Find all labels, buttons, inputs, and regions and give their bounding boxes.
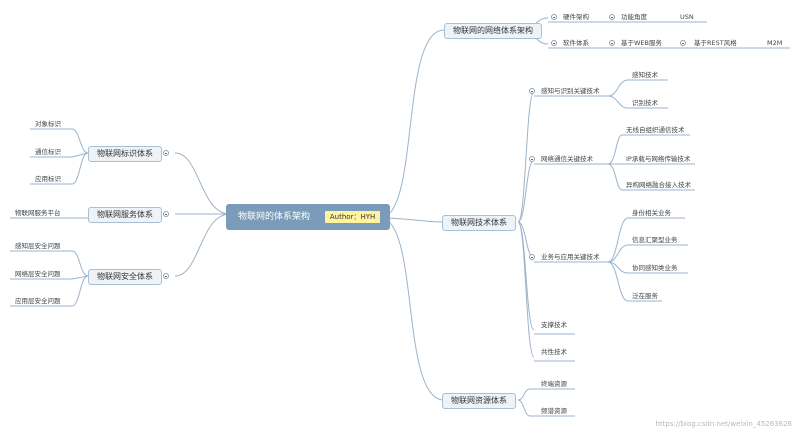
- collapse-comm-icon[interactable]: [529, 156, 535, 162]
- collapse-service-icon[interactable]: [163, 211, 169, 217]
- node-common[interactable]: 共性技术: [541, 348, 567, 356]
- root-title: 物联网的体系架构: [238, 212, 311, 222]
- node-support[interactable]: 支撑技术: [541, 321, 567, 329]
- branch-service[interactable]: 物联网服务体系: [88, 207, 162, 223]
- node-recognition[interactable]: 识别技术: [632, 99, 658, 107]
- node-function-view[interactable]: 功能角度: [621, 13, 647, 21]
- node-web[interactable]: 基于WEB服务: [621, 39, 662, 47]
- node-hetero[interactable]: 异构网络融合接入技术: [626, 181, 691, 189]
- collapse-perception-icon[interactable]: [529, 88, 535, 94]
- branch-net-arch[interactable]: 物联网的网络体系架构: [444, 23, 542, 39]
- node-terminal[interactable]: 终端资源: [541, 380, 567, 388]
- node-perception-security[interactable]: 感知层安全问题: [15, 242, 61, 250]
- root-node[interactable]: 物联网的体系架构 Author：HYH: [226, 204, 391, 230]
- node-service-platform[interactable]: 物联网服务平台: [15, 209, 61, 217]
- collapse-function-icon[interactable]: [609, 14, 615, 20]
- node-object-id[interactable]: 对象标识: [35, 120, 61, 128]
- branch-resource[interactable]: 物联网资源体系: [442, 393, 516, 409]
- node-software[interactable]: 软件体系: [563, 39, 589, 47]
- node-sensing[interactable]: 感知技术: [632, 71, 658, 79]
- node-info[interactable]: 信息汇聚型业务: [632, 236, 678, 244]
- node-ip[interactable]: IP承载与网络传输技术: [626, 155, 691, 163]
- node-spectrum[interactable]: 频谱资源: [541, 407, 567, 415]
- collapse-software-icon[interactable]: [551, 40, 557, 46]
- branch-tech[interactable]: 物联网技术体系: [442, 215, 516, 231]
- collapse-business-icon[interactable]: [529, 254, 535, 260]
- node-hardware[interactable]: 硬件架构: [563, 13, 589, 21]
- node-business[interactable]: 业务与应用关键技术: [541, 253, 600, 261]
- node-application-id[interactable]: 应用标识: [35, 175, 61, 183]
- node-network-security[interactable]: 网络层安全问题: [15, 270, 61, 278]
- node-ubiquitous[interactable]: 泛在服务: [632, 292, 658, 300]
- node-m2m[interactable]: M2M: [767, 39, 783, 47]
- author-badge: Author：HYH: [324, 211, 381, 223]
- collapse-rest-icon[interactable]: [680, 40, 686, 46]
- watermark: https://blog.csdn.net/weixin_45263626: [655, 420, 792, 428]
- branch-ident[interactable]: 物联网标识体系: [88, 146, 162, 162]
- node-rest[interactable]: 基于REST风格: [694, 39, 737, 47]
- node-communication-id[interactable]: 通信标识: [35, 148, 61, 156]
- node-usn[interactable]: USN: [680, 13, 694, 21]
- branch-security[interactable]: 物联网安全体系: [88, 269, 162, 285]
- collapse-security-icon[interactable]: [163, 273, 169, 279]
- collapse-ident-icon[interactable]: [163, 150, 169, 156]
- node-identity[interactable]: 身份相关业务: [632, 209, 671, 217]
- collapse-hardware-icon[interactable]: [551, 14, 557, 20]
- node-adhoc[interactable]: 无线自组织通信技术: [626, 126, 685, 134]
- node-comm[interactable]: 网络通信关键技术: [541, 155, 593, 163]
- node-coop[interactable]: 协同感知类业务: [632, 264, 678, 272]
- node-perception[interactable]: 感知与识别关键技术: [541, 87, 600, 95]
- node-application-security[interactable]: 应用层安全问题: [15, 297, 61, 305]
- collapse-web-icon[interactable]: [609, 40, 615, 46]
